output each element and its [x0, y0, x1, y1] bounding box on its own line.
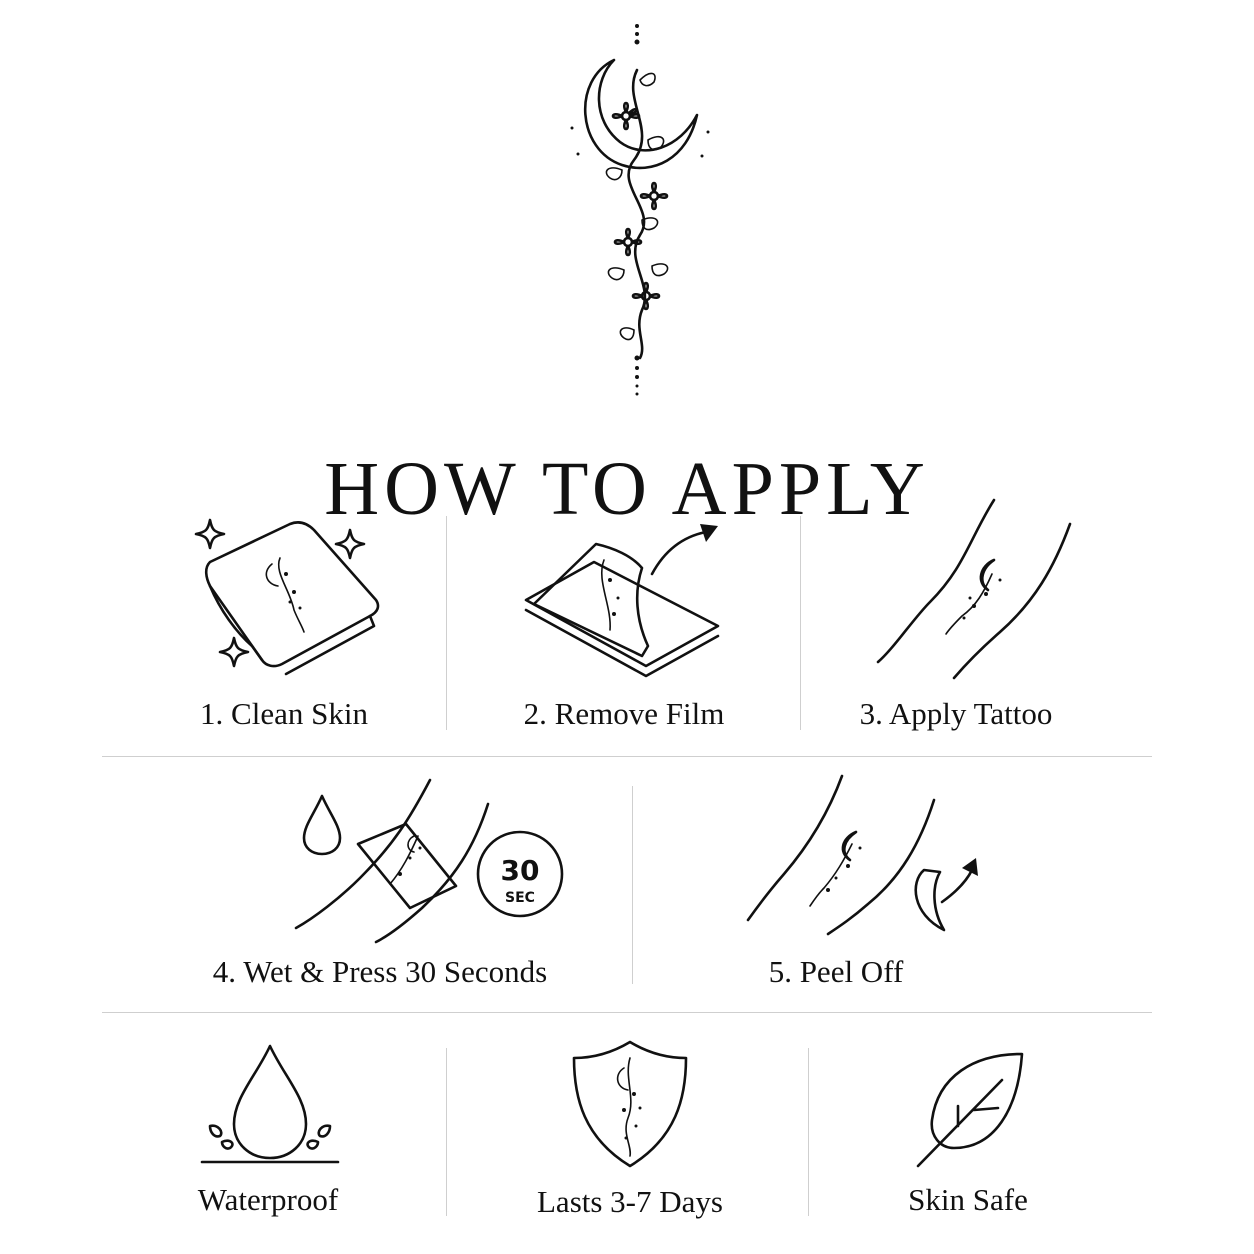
step-1-label: 1. Clean Skin: [200, 696, 368, 731]
cleaning-wipe-icon: [194, 518, 380, 676]
step-4-label: 4. Wet & Press 30 Seconds: [212, 954, 548, 989]
step-5-label: 5. Peel Off: [768, 954, 904, 989]
floral-moon-illustration: [570, 24, 710, 396]
timer-number: 30: [501, 854, 540, 887]
feature-1-label: Waterproof: [197, 1182, 339, 1217]
timer-unit: SEC: [505, 890, 535, 906]
step-2-label: 2. Remove Film: [523, 696, 725, 731]
divider-horizontal: [102, 756, 1152, 757]
divider-vertical: [808, 1048, 809, 1216]
divider-vertical: [446, 1048, 447, 1216]
divider-vertical: [632, 786, 633, 984]
page-title: HOW TO APPLY: [324, 446, 930, 531]
leaf-icon: [916, 1052, 1024, 1168]
wet-press-icon: 30 SEC: [294, 778, 564, 944]
divider-horizontal: [102, 1012, 1152, 1013]
arm-tattoo-icon: [876, 498, 1072, 680]
peel-off-icon: [746, 774, 978, 936]
feature-2-label: Lasts 3-7 Days: [537, 1184, 723, 1219]
divider-vertical: [446, 516, 447, 730]
water-drop-icon: [200, 1044, 340, 1164]
divider-vertical: [800, 516, 801, 730]
shield-icon: [572, 1040, 688, 1168]
step-3-label: 3. Apply Tattoo: [859, 696, 1053, 731]
peel-film-icon: [524, 524, 720, 678]
feature-3-label: Skin Safe: [908, 1182, 1028, 1217]
